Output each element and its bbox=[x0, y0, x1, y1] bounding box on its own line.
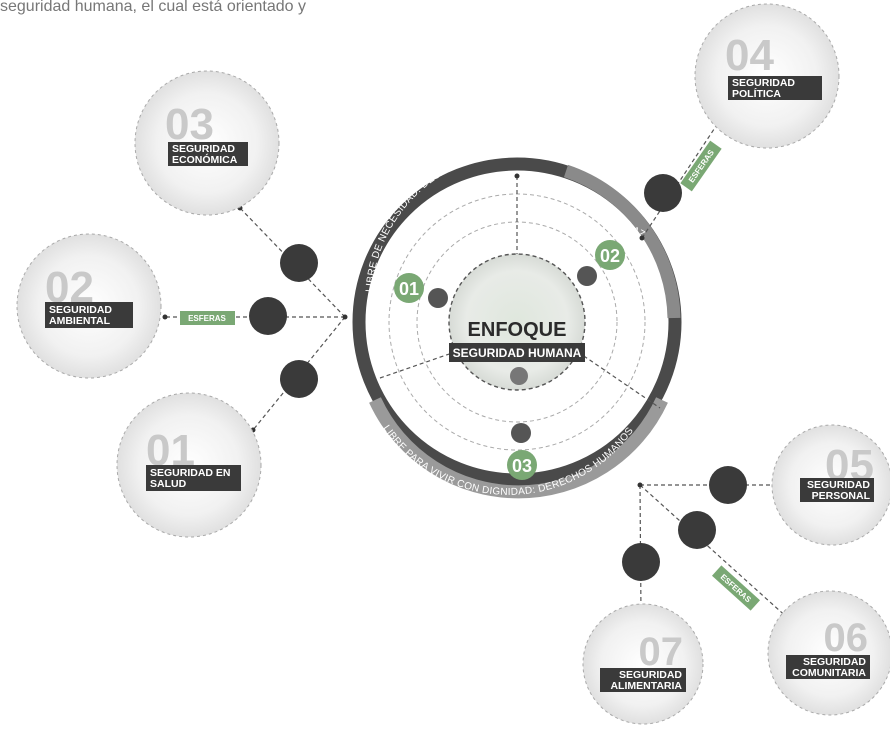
core-subtitle-bar bbox=[449, 343, 585, 362]
development-icon bbox=[428, 288, 448, 308]
svg-text:SEGURIDAD: SEGURIDAD bbox=[49, 304, 112, 316]
svg-text:04: 04 bbox=[725, 31, 774, 80]
svg-text:03: 03 bbox=[512, 456, 532, 476]
svg-text:ECONÓMICA: ECONÓMICA bbox=[172, 153, 238, 166]
svg-text:SEGURIDAD: SEGURIDAD bbox=[732, 77, 795, 89]
svg-text:SEGURIDAD: SEGURIDAD bbox=[619, 669, 682, 681]
wheat-icon bbox=[622, 543, 660, 581]
svg-text:01: 01 bbox=[399, 279, 419, 299]
sphere-03: 03 SEGURIDAD ECONÓMICA bbox=[134, 70, 280, 216]
plant-hand-icon bbox=[249, 297, 287, 335]
outer-ring-right-segment bbox=[563, 164, 681, 319]
top-caption-text: seguridad humana, el cual está orientado… bbox=[0, 0, 306, 15]
pill-icon bbox=[280, 360, 318, 398]
svg-text:SEGURIDAD: SEGURIDAD bbox=[807, 479, 870, 491]
svg-text:ESFERAS: ESFERAS bbox=[719, 572, 754, 604]
spoke-left bbox=[379, 351, 456, 379]
core-title: ENFOQUE bbox=[468, 319, 567, 341]
svg-text:ESFERAS: ESFERAS bbox=[188, 314, 226, 323]
svg-text:ALIMENTARIA: ALIMENTARIA bbox=[610, 680, 682, 692]
outer-ring-bottom-segment bbox=[369, 397, 668, 499]
person-icon bbox=[709, 466, 747, 504]
axis-badge-03: 03 bbox=[507, 450, 537, 480]
svg-text:SEGURIDAD EN: SEGURIDAD EN bbox=[150, 467, 231, 479]
globe-money-icon bbox=[280, 244, 318, 282]
scales-icon bbox=[644, 174, 682, 212]
svg-text:07: 07 bbox=[639, 630, 684, 674]
svg-text:AMBIENTAL: AMBIENTAL bbox=[49, 315, 111, 327]
svg-text:02: 02 bbox=[600, 246, 620, 266]
sphere-01: 01 SEGURIDAD EN SALUD bbox=[116, 392, 262, 538]
svg-text:SEGURIDAD: SEGURIDAD bbox=[172, 143, 235, 155]
spoke-right bbox=[577, 351, 661, 409]
outer-ring-dark bbox=[352, 157, 682, 487]
dove-icon bbox=[577, 266, 597, 286]
axis-badge-02: 02 bbox=[595, 240, 625, 270]
svg-text:COMUNITARIA: COMUNITARIA bbox=[792, 667, 866, 679]
rights-icon bbox=[511, 423, 531, 443]
group-icon bbox=[678, 511, 716, 549]
sphere-05: 05 SEGURIDAD PERSONAL bbox=[771, 424, 890, 546]
sphere-06: 06 SEGURIDAD COMUNITARIA bbox=[767, 590, 890, 716]
svg-text:SEGURIDAD: SEGURIDAD bbox=[803, 656, 866, 668]
svg-text:SALUD: SALUD bbox=[150, 478, 187, 490]
svg-text:03: 03 bbox=[165, 100, 214, 149]
esferas-tag-left: ESFERAS bbox=[180, 311, 235, 325]
core-subtitle: SEGURIDAD HUMANA bbox=[453, 346, 582, 360]
svg-text:POLÍTICA: POLÍTICA bbox=[732, 87, 781, 100]
sphere-04: 04 SEGURIDAD POLÍTICA bbox=[694, 3, 840, 149]
people-cycle-icon bbox=[510, 367, 528, 385]
axis-badge-01: 01 bbox=[394, 273, 424, 303]
svg-text:PERSONAL: PERSONAL bbox=[812, 490, 871, 502]
svg-text:06: 06 bbox=[824, 616, 869, 660]
sphere-07: 07 SEGURIDAD ALIMENTARIA bbox=[582, 603, 704, 725]
sphere-02: 02 SEGURIDAD AMBIENTAL bbox=[16, 233, 162, 379]
